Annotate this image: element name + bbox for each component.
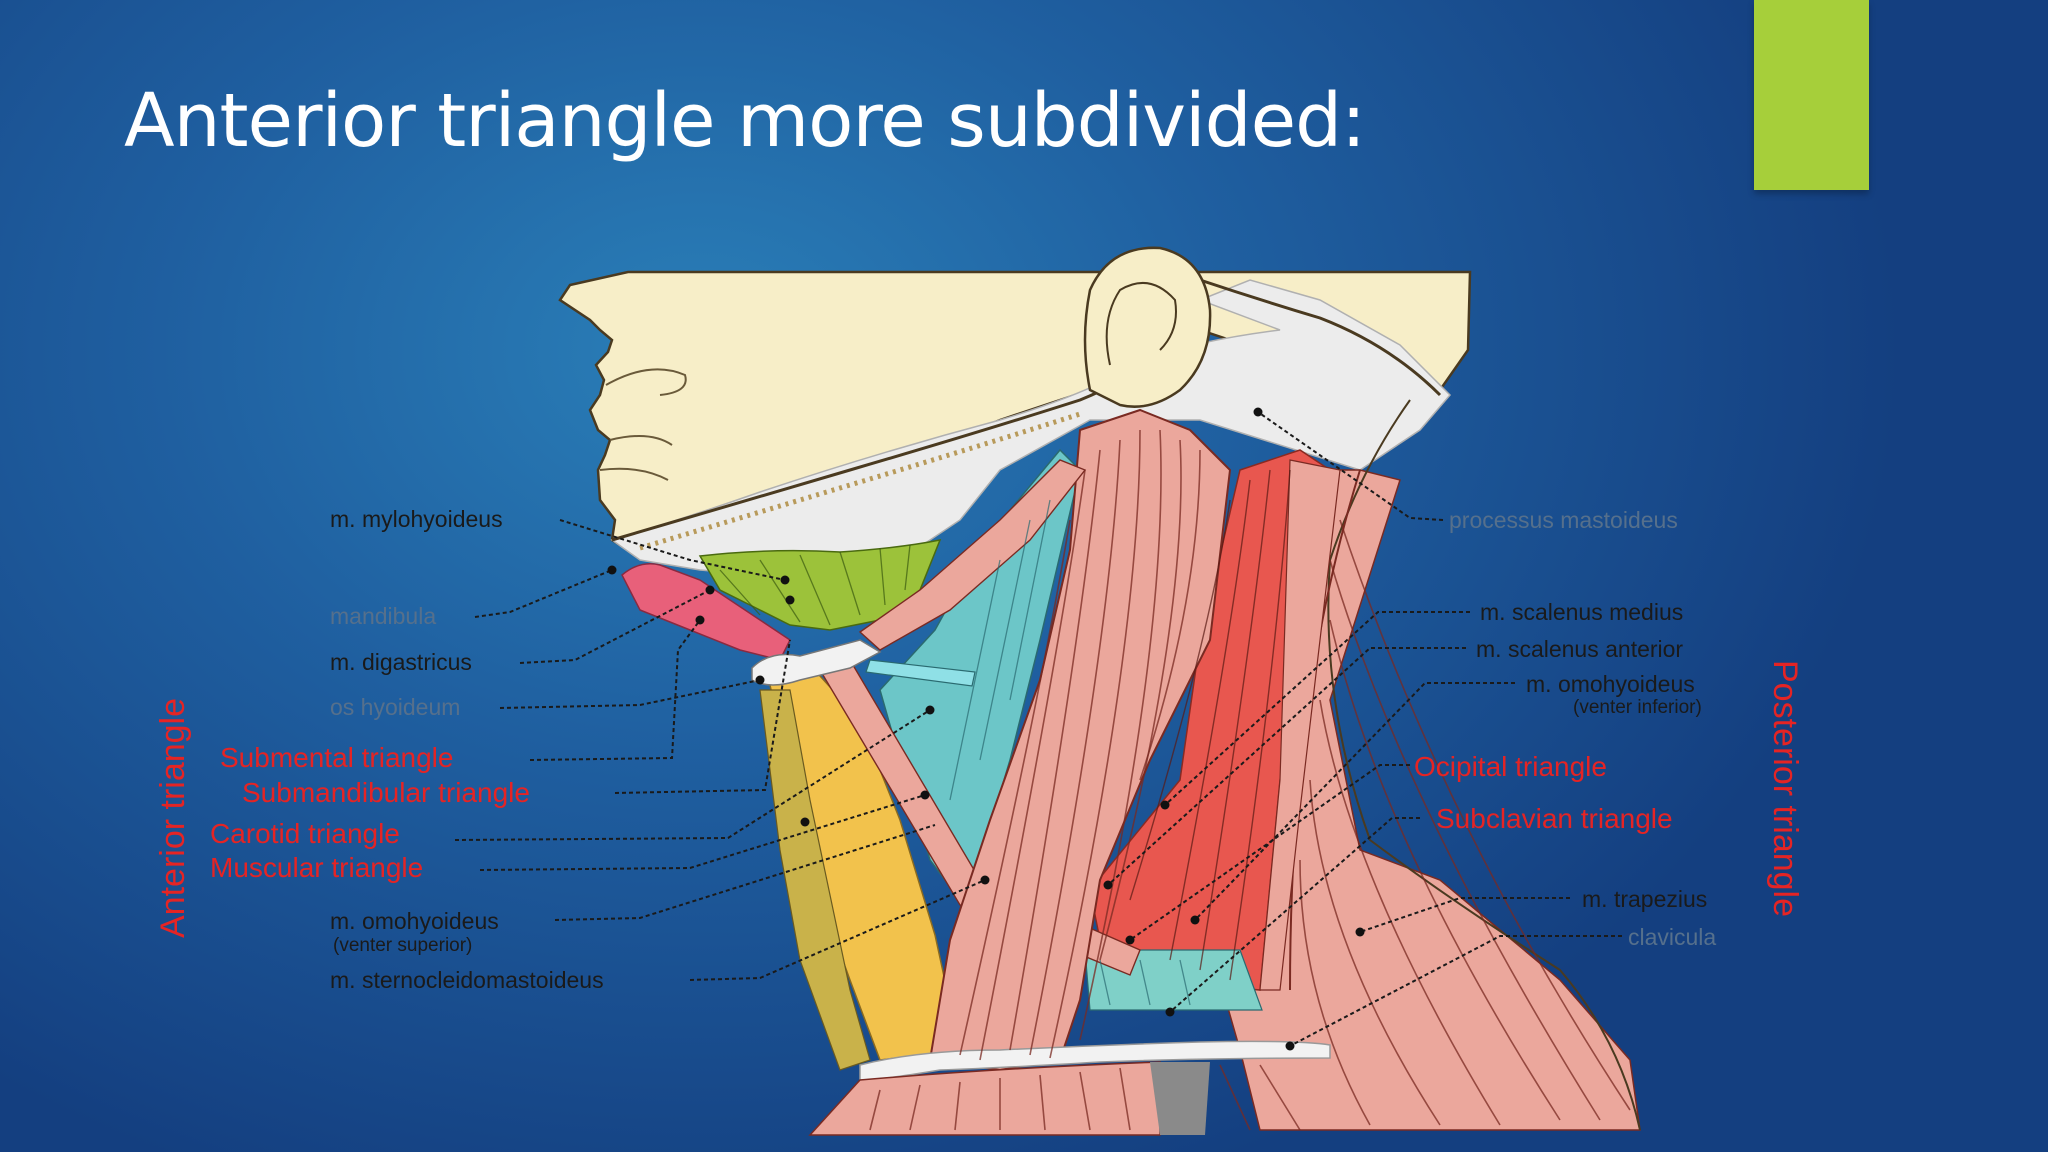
digastric-anterior-belly bbox=[621, 563, 791, 661]
lips bbox=[599, 435, 673, 481]
label-mandibula: mandibula bbox=[330, 603, 436, 629]
leader-lines bbox=[454, 411, 1622, 1047]
label-os-hyoideum: os hyoideum bbox=[330, 694, 460, 720]
label-omohyoideus-inferior: m. omohyoideus bbox=[1526, 671, 1695, 697]
occipital-edge bbox=[1199, 278, 1442, 397]
label-scalenus-anterior: m. scalenus anterior bbox=[1476, 636, 1683, 662]
label-muscular-triangle: Muscular triangle bbox=[210, 852, 423, 883]
label-subclavian-triangle: Subclavian triangle bbox=[1436, 803, 1673, 834]
label-submandibular-triangle: Submandibular triangle bbox=[242, 777, 530, 808]
label-trapezius: m. trapezius bbox=[1582, 886, 1707, 912]
slide-title: Anterior triangle more subdivided: bbox=[124, 78, 1366, 164]
label-submental-triangle: Submental triangle bbox=[220, 742, 453, 773]
stylohyoid-band bbox=[865, 659, 976, 687]
mandible-edge-inner bbox=[639, 411, 1081, 551]
sternocleidomastoid-muscle bbox=[928, 408, 1232, 1072]
label-omohyoideus-superior-sub: (venter superior) bbox=[333, 935, 472, 956]
label-mylohyoideus: m. mylohyoideus bbox=[330, 506, 503, 532]
neck-illustration bbox=[558, 246, 1641, 1136]
ear-inner bbox=[1105, 282, 1177, 366]
label-posterior-triangle: Posterior triangle bbox=[1766, 660, 1804, 917]
label-occipital-triangle: Ocipital triangle bbox=[1414, 751, 1607, 782]
label-sternocleidomastoideus: m. sternocleidomastoideus bbox=[330, 967, 604, 993]
leader-dots bbox=[607, 407, 1365, 1051]
label-clavicula: clavicula bbox=[1628, 924, 1716, 950]
label-processus-mastoideus: processus mastoideus bbox=[1449, 507, 1678, 533]
levator-muscle bbox=[1259, 459, 1341, 991]
label-digastricus: m. digastricus bbox=[330, 649, 472, 675]
label-scalenus-medius: m. scalenus medius bbox=[1480, 599, 1683, 625]
sternohyoid-muscle bbox=[759, 689, 871, 1071]
left-labels: m. mylohyoideus mandibula m. digastricus… bbox=[210, 506, 604, 993]
sternum-gap bbox=[1150, 1062, 1210, 1135]
accent-bar bbox=[1754, 0, 1869, 190]
nostril bbox=[605, 368, 687, 396]
label-anterior-triangle: Anterior triangle bbox=[154, 698, 192, 938]
label-omohyoideus-superior: m. omohyoideus bbox=[330, 908, 499, 934]
fiber-texture bbox=[719, 429, 1631, 1131]
right-labels: processus mastoideus m. scalenus medius … bbox=[1414, 507, 1716, 950]
label-omohyoideus-inferior-sub: (venter inferior) bbox=[1573, 697, 1702, 718]
label-carotid-triangle: Carotid triangle bbox=[210, 818, 400, 849]
ear bbox=[1083, 246, 1212, 408]
clavicle-bone bbox=[859, 1040, 1331, 1081]
